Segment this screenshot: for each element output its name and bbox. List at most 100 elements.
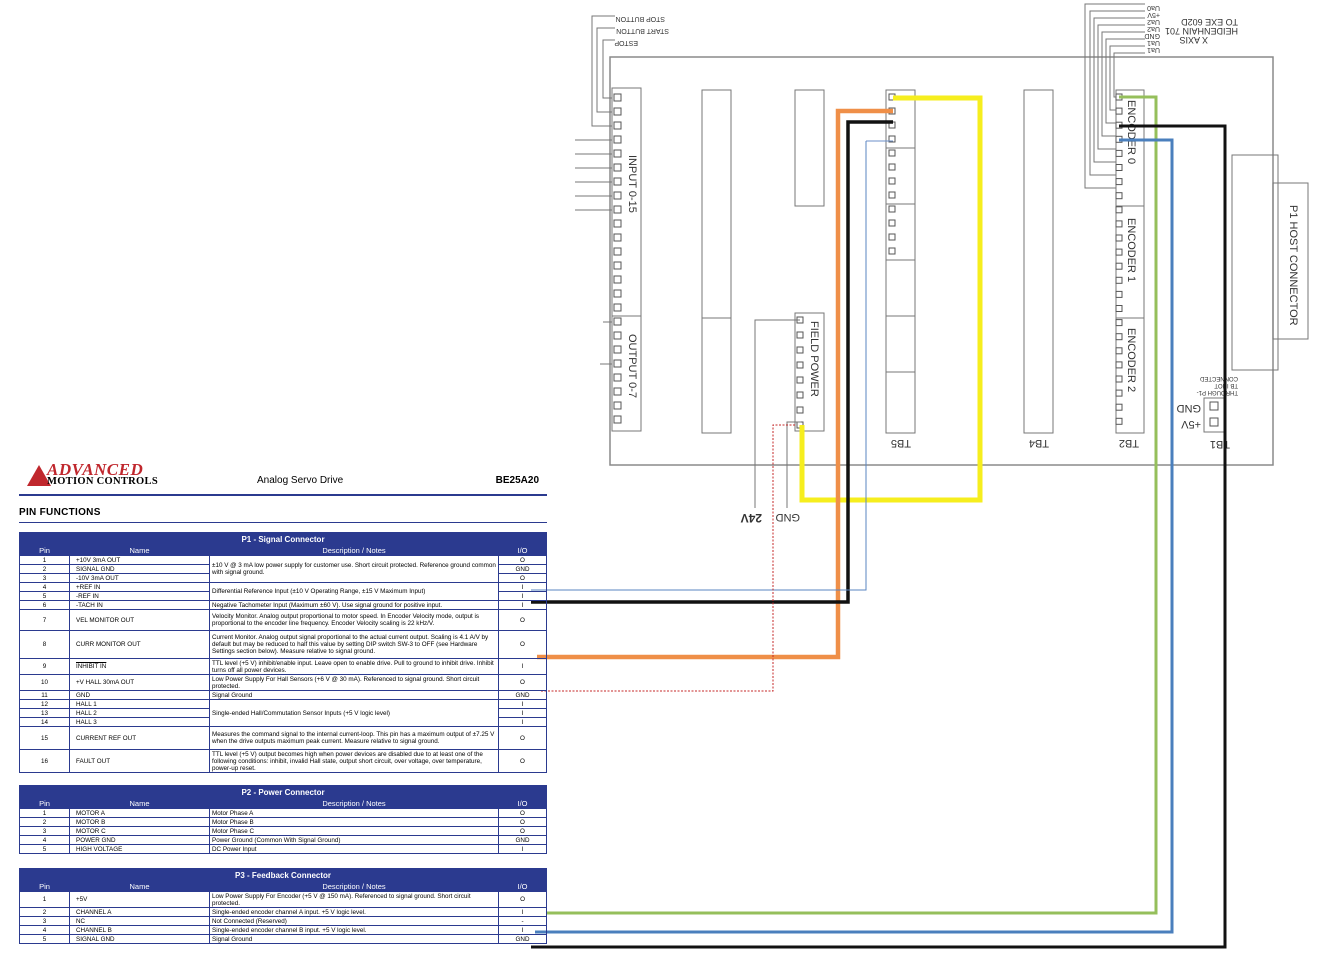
terminal-pin: [888, 219, 896, 227]
p1-col-desc: Description / Notes: [209, 545, 499, 556]
terminal-pin: [613, 401, 622, 410]
p5v-label: +5V: [1147, 11, 1160, 18]
terminal-pin: [796, 391, 804, 399]
terminal-pin: [888, 233, 896, 241]
cell-io: -: [497, 916, 548, 926]
p1-col-pin: Pin: [19, 545, 70, 556]
terminal-pin: [613, 107, 622, 116]
cell-desc: Low Power Supply For Encoder (+5 V @ 150…: [209, 891, 499, 908]
heidenhain-wires: [1084, 3, 1145, 189]
encoder1-label: ENCODER 1: [1125, 218, 1137, 282]
cell-desc: Not Connected (Reserved): [209, 916, 499, 926]
terminal-pin: [1115, 262, 1123, 270]
p3-col-io: I/O: [497, 881, 548, 892]
terminal-pin: [796, 376, 804, 384]
terminal-pin: [888, 149, 896, 157]
terminal-pin: [613, 289, 622, 298]
p2-col-io: I/O: [498, 798, 547, 809]
terminal-pin: [888, 163, 896, 171]
cell-pin: 2: [19, 907, 70, 917]
terminal-pin: [888, 205, 896, 213]
yellow-wire: [799, 95, 983, 503]
encoder0-label: ENCODER 0: [1125, 100, 1137, 164]
cell-pin: 4: [19, 835, 70, 845]
heidenhain-line3: X AXIS: [1179, 35, 1208, 45]
cell-io: GND: [498, 835, 547, 845]
cell-pin: 3: [19, 826, 70, 836]
input-terminals: [613, 93, 622, 424]
terminal-pin: [613, 205, 622, 214]
terminal-block-a: [701, 89, 732, 434]
heidenhain-line2: HEIDENHAIN 701: [1165, 26, 1238, 36]
terminal-pin: [613, 149, 622, 158]
table-row: 1+10V 3mA OUT±10 V @ 3 mA low power supp…: [19, 555, 547, 583]
brand-logo: ADVANCED MOTION CONTROLS: [25, 458, 185, 490]
terminal-pin: [613, 359, 622, 368]
button-wires: [591, 15, 615, 127]
cell-name: SIGNAL GND: [69, 934, 210, 944]
terminal-pin: [1115, 361, 1123, 369]
terminal-pin: [888, 177, 896, 185]
p1-host-connector-label: P1 HOST CONNECTOR: [1287, 205, 1299, 326]
terminal-pin: [1115, 164, 1123, 171]
terminal-pin: [613, 261, 622, 270]
terminal-pin: [613, 373, 622, 382]
cell-pin: 5: [19, 934, 70, 944]
encoder2-label: ENCODER 2: [1125, 328, 1137, 392]
cell-name: CHANNEL A: [69, 907, 210, 917]
terminal-pin: [613, 163, 622, 172]
p3-col-desc: Description / Notes: [209, 881, 499, 892]
terminal-pin: [613, 177, 622, 186]
cell-name: MOTOR C: [69, 826, 210, 836]
estop-label: ESTOP: [614, 39, 638, 46]
tb5-block: [885, 89, 916, 434]
p3-title: P3 - Feedback Connector: [18, 868, 548, 882]
p1-title: P1 - Signal Connector: [19, 532, 547, 546]
terminal-pin: [1115, 107, 1123, 115]
p3-col-pin: Pin: [19, 881, 70, 892]
terminal-pin: [613, 345, 622, 354]
cell-io: O: [497, 891, 548, 908]
field-power-label: FIELD POWER: [808, 321, 820, 397]
p1-host-connector-body: [1231, 154, 1279, 371]
cell-name: +5V: [69, 891, 210, 908]
cell-name: POWER GND: [69, 835, 210, 845]
terminal-pin: [613, 303, 622, 312]
terminal-pin: [613, 415, 622, 424]
green-wire: [546, 95, 1158, 915]
cell-name: NC: [69, 916, 210, 926]
ua2n-label: Ua2: [1147, 18, 1160, 25]
terminal-pin: [613, 93, 622, 102]
cell-io: O: [498, 817, 547, 827]
controller-board-outline: [609, 56, 1274, 466]
terminal-pin: [1115, 333, 1123, 341]
terminal-pin: [1115, 347, 1123, 355]
brand-triangle-icon: [27, 465, 51, 486]
terminal-pin: [613, 219, 622, 228]
cell-io: O: [498, 826, 547, 836]
p1-host-connector-face: [1272, 182, 1309, 340]
supply-24v-label: 24V: [741, 511, 762, 525]
tb1-5v-label: +5V: [1180, 418, 1201, 430]
tb2-label: TB2: [1119, 437, 1139, 449]
cell-desc: Single-ended encoder channel B input. +5…: [209, 925, 499, 935]
cell-name: MOTOR B: [69, 817, 210, 827]
cell-io: I: [497, 925, 548, 935]
blue-wire: [535, 138, 1174, 934]
terminal-pin: [613, 121, 622, 130]
red-dashed-wire: [540, 424, 795, 692]
terminal-pin: [1115, 305, 1123, 312]
orange-wire: [537, 108, 893, 660]
terminal-pin: [1115, 319, 1123, 327]
